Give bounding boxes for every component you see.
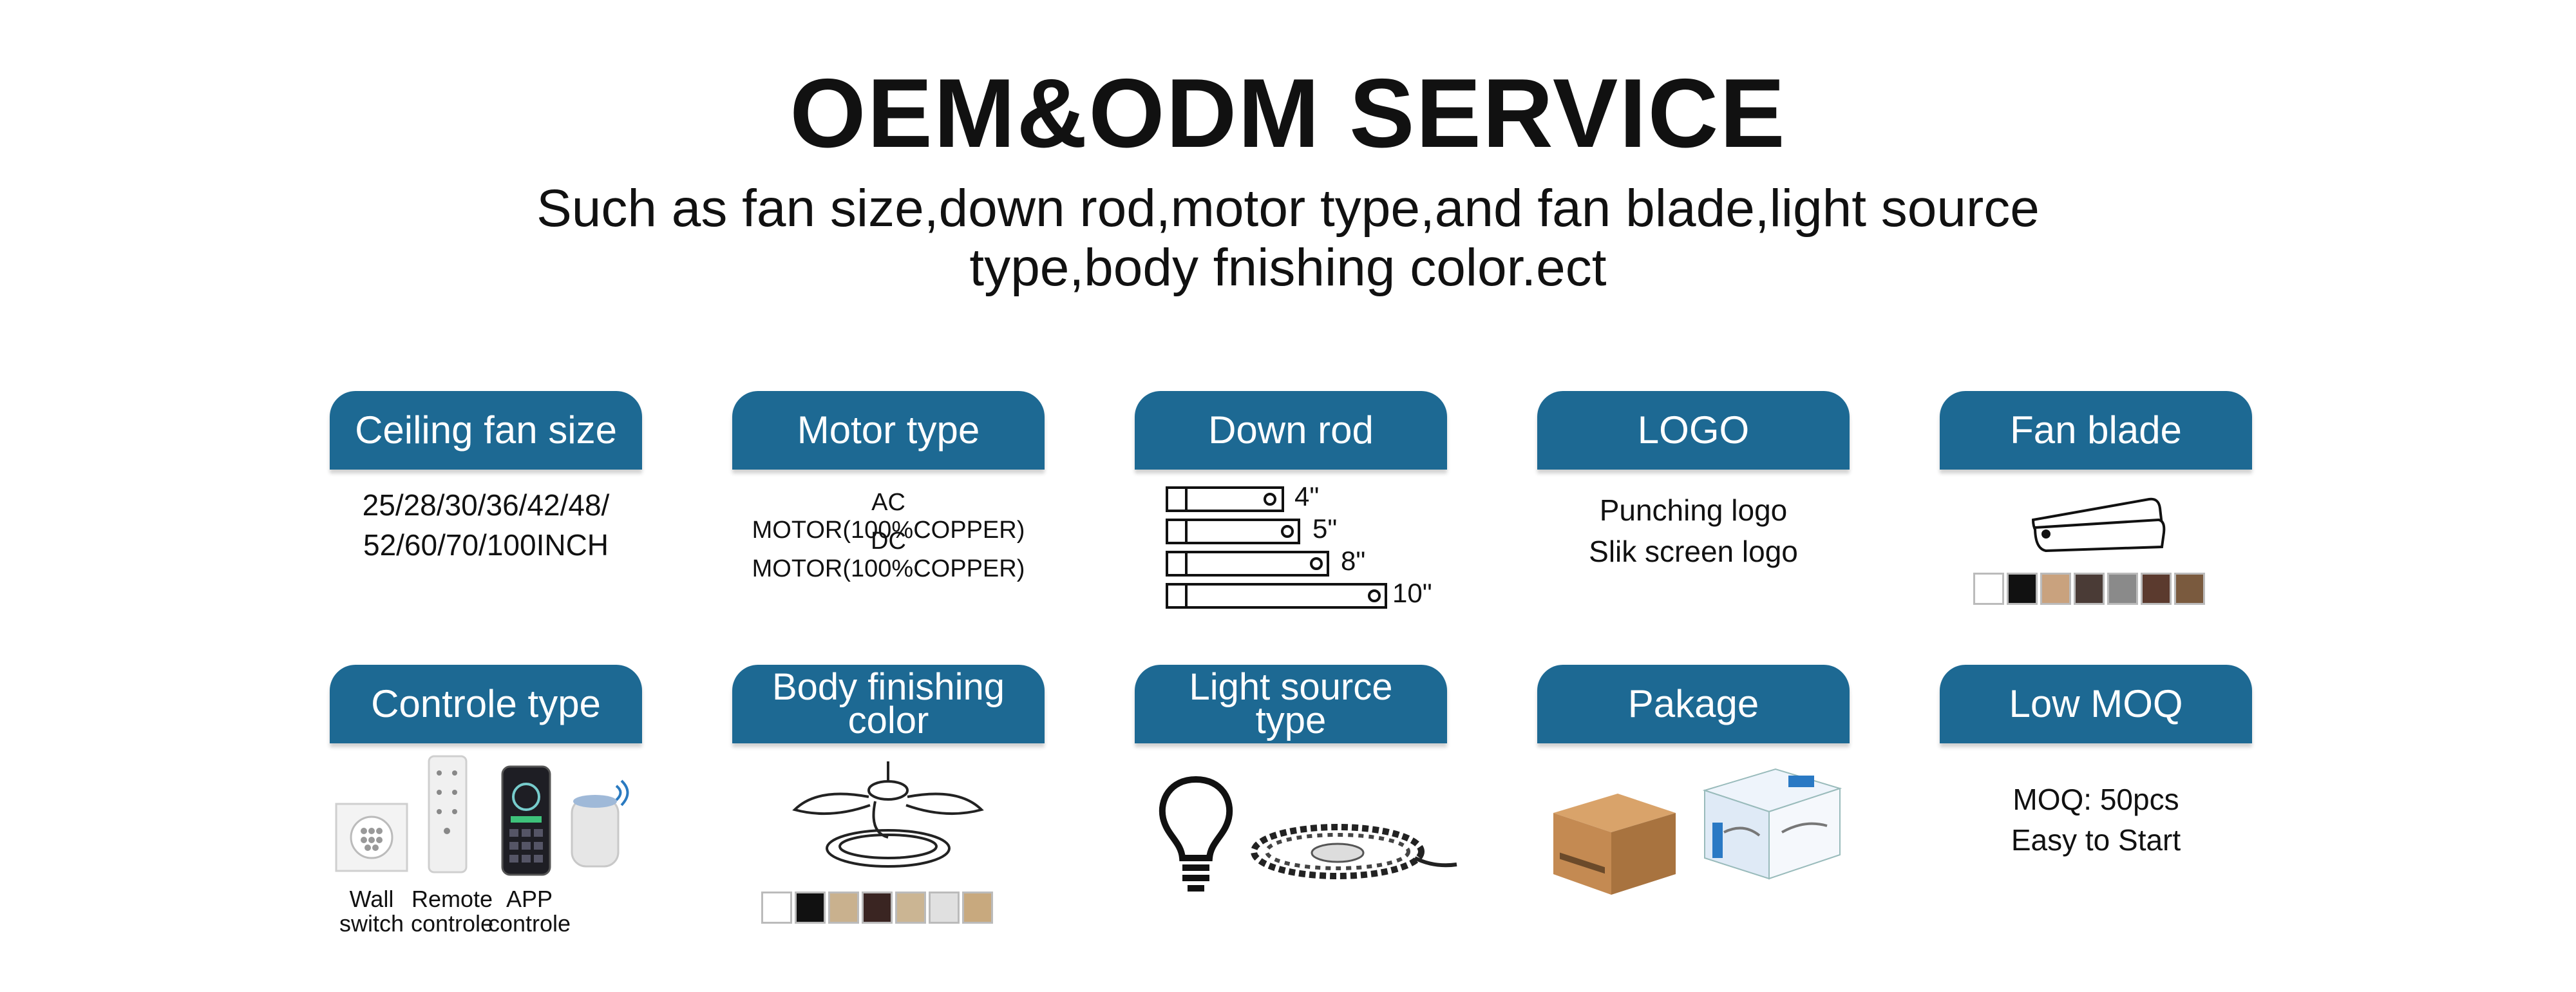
tab-motor-type: Motor type [732,391,1045,470]
led-strip-icon [1251,824,1457,879]
color-swatch [2141,573,2172,605]
light-bulb-icon [1159,776,1233,892]
card-fan-blade: Fan blade [1940,391,2252,610]
retail-box-icon [1702,768,1842,880]
wall-switch-icon [335,803,408,872]
tab-pakage: Pakage [1537,665,1850,743]
color-swatch [1973,573,2004,605]
color-swatch [828,892,859,924]
down-rod-size-4: 4" [1294,481,1320,511]
subtitle-line-1: Such as fan size,down rod,motor type,and… [536,179,2040,238]
page-title: OEM&ODM SERVICE [790,59,1786,168]
card-motor-type: Motor type AC MOTOR(100%COPPER) DC MOTOR… [732,391,1045,584]
down-rod-illustration [1166,486,1387,609]
carton-box-icon [1553,794,1676,895]
body-color-swatches [761,892,996,924]
color-swatch [2007,573,2038,605]
color-swatch [862,892,893,924]
color-swatch [2107,573,2138,605]
motor-type-ac: AC MOTOR(100%COPPER) [752,489,1025,544]
color-swatch [2074,573,2105,605]
tab-low-moq: Low MOQ [1940,665,2252,743]
app-phone-icon [501,765,551,876]
down-rod-size-10: 10" [1392,578,1432,608]
color-swatch [2040,573,2071,605]
card-down-rod: Down rod 4" 5" 8" 10" [1135,391,1447,610]
color-swatch [761,892,792,924]
smart-speaker-icon [571,779,629,868]
tab-down-rod: Down rod [1135,391,1447,470]
logo-option-silk-screen: Slik screen logo [1589,535,1798,568]
motor-type-dc: DC MOTOR(100%COPPER) [752,528,1025,582]
fan-size-line-2: 52/60/70/100INCH [363,528,609,562]
color-swatch [795,892,826,924]
color-swatch [929,892,960,924]
remote-control-icon [428,755,468,873]
moq-easy-start: Easy to Start [2011,823,2181,857]
color-swatch [895,892,926,924]
fan-blade-illustration [2031,497,2166,553]
card-low-moq: Low MOQ MOQ: 50pcs Easy to Start [1940,665,2252,858]
fan-size-line-1: 25/28/30/36/42/48/ [362,488,610,522]
tab-fan-blade: Fan blade [1940,391,2252,470]
tab-ceiling-fan-size: Ceiling fan size [330,391,642,470]
moq-quantity: MOQ: 50pcs [2012,783,2179,816]
color-swatch [962,892,993,924]
tab-controle-type: Controle type [330,665,642,743]
card-ceiling-fan-size: Ceiling fan size 25/28/30/36/42/48/ 52/6… [330,391,642,584]
logo-option-punching: Punching logo [1599,493,1788,527]
card-logo: LOGO Punching logo Slik screen logo [1537,391,1850,584]
down-rod-size-5: 5" [1312,513,1338,544]
color-swatch [2174,573,2205,605]
page-subtitle: Such as fan size,down rod,motor type,and… [451,179,2125,298]
fan-blade-color-swatches [1973,573,2208,605]
card-pakage: Pakage [1537,665,1850,935]
down-rod-size-8: 8" [1341,546,1366,576]
ceiling-fan-illustration [792,761,984,868]
subtitle-line-2: type,body fnishing color.ect [969,238,1607,297]
tab-logo: LOGO [1537,391,1850,470]
